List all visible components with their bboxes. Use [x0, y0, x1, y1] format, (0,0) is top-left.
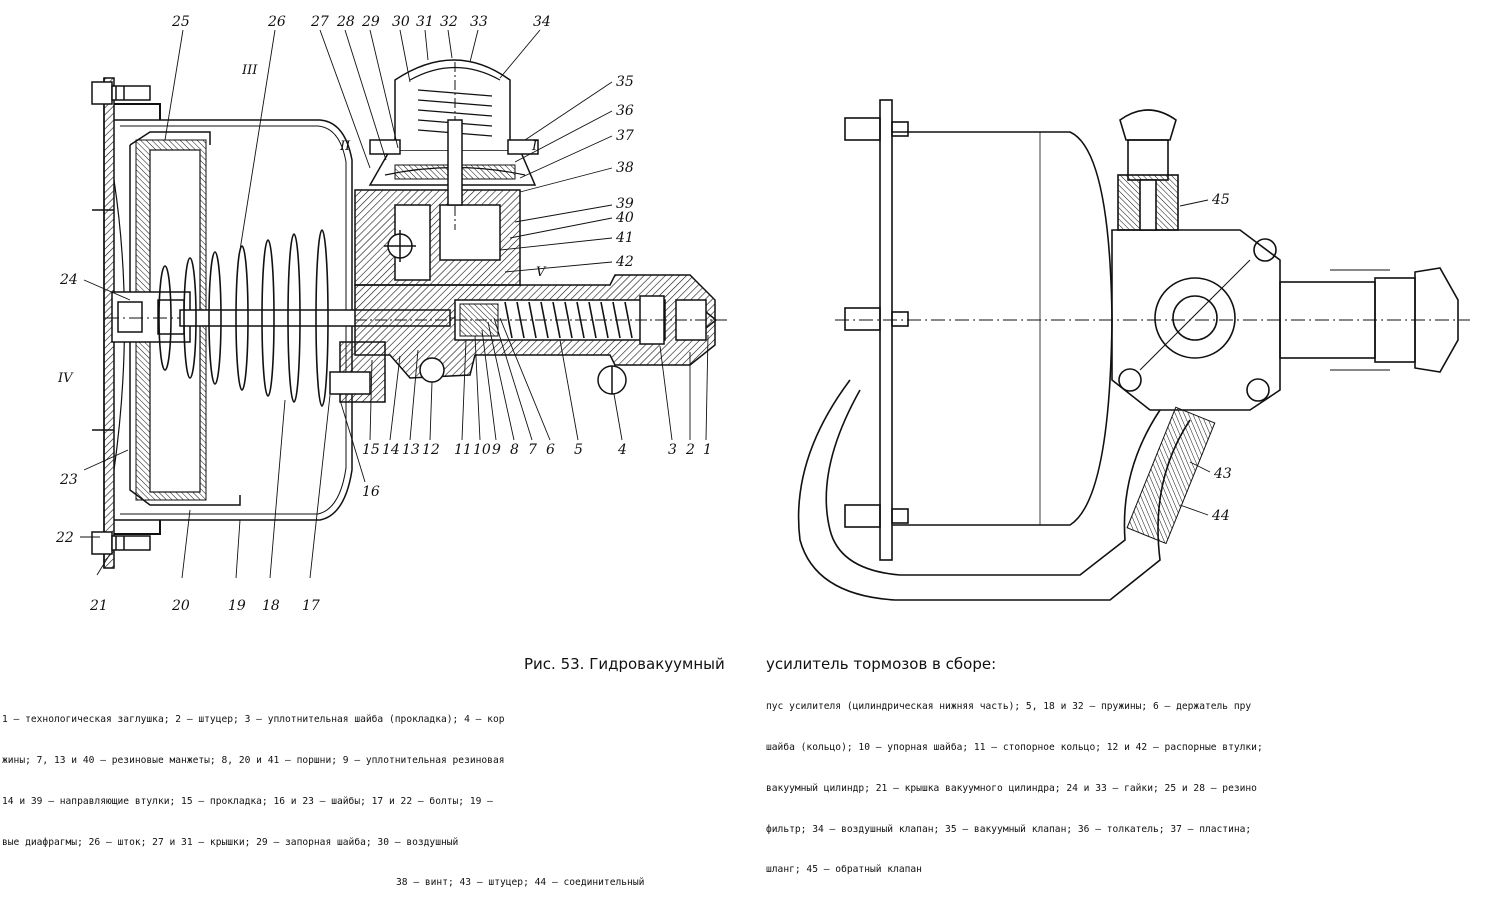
bolt-top — [91, 81, 151, 105]
return-spring — [158, 229, 329, 407]
callouts-right: 35 36 37 38 39 40 41 42 — [615, 74, 634, 270]
callout-28: 28 — [336, 14, 355, 30]
figure-title-left: Рис. 53. Гидровакуумный — [524, 655, 725, 673]
callout-41: 41 — [615, 230, 634, 246]
section-mark-IV: IV — [57, 371, 74, 386]
callout-35: 35 — [616, 74, 634, 90]
callout-25: 25 — [171, 14, 190, 30]
callout-3: 3 — [668, 442, 677, 458]
callout-18: 18 — [262, 598, 280, 614]
caption-line: 14 и 39 — направляющие втулки; 15 — прок… — [2, 795, 493, 807]
callout-26: 26 — [267, 14, 286, 30]
callout-21: 21 — [89, 598, 108, 614]
caption-line: шланг; 45 — обратный клапан — [766, 864, 922, 876]
caption-line: 1 — технологическая заглушка; 2 — штуцер… — [2, 714, 505, 726]
callout-10: 10 — [473, 442, 491, 458]
callout-30: 30 — [392, 14, 410, 30]
callout-12: 12 — [422, 442, 440, 458]
callout-32: 32 — [440, 14, 458, 30]
callout-43: 43 — [1213, 466, 1232, 482]
callout-6: 6 — [546, 442, 555, 458]
callout-5: 5 — [574, 442, 583, 458]
callout-37: 37 — [616, 128, 634, 144]
sectional-view — [91, 59, 730, 569]
callout-31: 31 — [416, 14, 434, 30]
technical-drawing: 25 26 27 28 29 30 31 32 33 34 35 36 37 3… — [55, 14, 1470, 614]
figure-title-right: усилитель тормозов в сборе: — [766, 655, 997, 673]
caption-line: вакуумный цилиндр; 21 — крышка вакуумног… — [766, 782, 1257, 794]
section-mark-II: II — [339, 139, 351, 154]
leader-lines — [80, 29, 709, 579]
callout-15: 15 — [362, 442, 380, 458]
callout-9: 9 — [492, 442, 501, 458]
callout-1: 1 — [703, 442, 712, 458]
assembly-leaders — [1179, 199, 1211, 516]
callout-42: 42 — [615, 254, 634, 270]
callout-20: 20 — [171, 598, 190, 614]
callout-13: 13 — [402, 442, 420, 458]
section-mark-I: I — [531, 139, 538, 154]
callout-19: 19 — [228, 598, 246, 614]
callout-14: 14 — [382, 442, 400, 458]
callout-24: 24 — [59, 272, 78, 288]
callout-45: 45 — [1211, 192, 1230, 208]
caption-line: пус усилителя (цилиндрическая нижняя час… — [766, 701, 1252, 713]
section-marks: III II I IV V — [57, 63, 547, 386]
callout-29: 29 — [361, 14, 380, 30]
callouts-assembly: 45 43 44 — [1211, 192, 1232, 524]
callout-27: 27 — [310, 14, 329, 30]
callout-36: 36 — [616, 103, 634, 119]
caption-line: шайба (кольцо); 10 — упорная шайба; 11 —… — [766, 741, 1263, 753]
bolt-bottom — [91, 531, 151, 555]
callout-33: 33 — [470, 14, 488, 30]
caption-legend-right: пус усилителя (цилиндрическая нижняя час… — [766, 673, 1498, 891]
callout-2: 2 — [685, 442, 695, 458]
callouts-bottom: 15 14 13 12 11 10 9 8 7 6 5 4 3 2 1 — [362, 442, 712, 458]
callout-40: 40 — [615, 210, 634, 226]
callout-8: 8 — [510, 442, 519, 458]
control-valve — [354, 59, 539, 286]
assembly-view — [797, 99, 1470, 601]
callout-38: 38 — [616, 160, 634, 176]
callout-7: 7 — [528, 442, 537, 458]
callout-39: 39 — [616, 196, 634, 212]
callout-23: 23 — [59, 472, 78, 488]
section-mark-V: V — [536, 265, 547, 280]
callout-11: 11 — [454, 442, 472, 458]
callout-34: 34 — [533, 14, 551, 30]
caption-line: жины; 7, 13 и 40 — резиновые манжеты; 8,… — [2, 754, 505, 766]
callouts-top: 25 26 27 28 29 30 31 32 33 34 — [171, 14, 551, 30]
callout-4: 4 — [617, 442, 627, 458]
callout-44: 44 — [1211, 508, 1230, 524]
master-cylinder — [329, 274, 718, 403]
caption-line: фильтр; 34 — воздушный клапан; 35 — ваку… — [766, 823, 1252, 835]
callout-16: 16 — [362, 484, 380, 500]
callouts-left: 24 23 22 21 20 19 18 17 16 — [55, 272, 380, 614]
section-mark-III: III — [241, 63, 258, 78]
caption-line: 38 — винт; 43 — штуцер; 44 — соединитель… — [396, 877, 645, 889]
callout-17: 17 — [302, 598, 320, 614]
caption-line: вые диафрагмы; 26 — шток; 27 и 31 — крыш… — [2, 836, 459, 848]
caption-legend-left: 1 — технологическая заглушка; 2 — штуцер… — [2, 686, 754, 904]
callout-22: 22 — [55, 530, 74, 546]
